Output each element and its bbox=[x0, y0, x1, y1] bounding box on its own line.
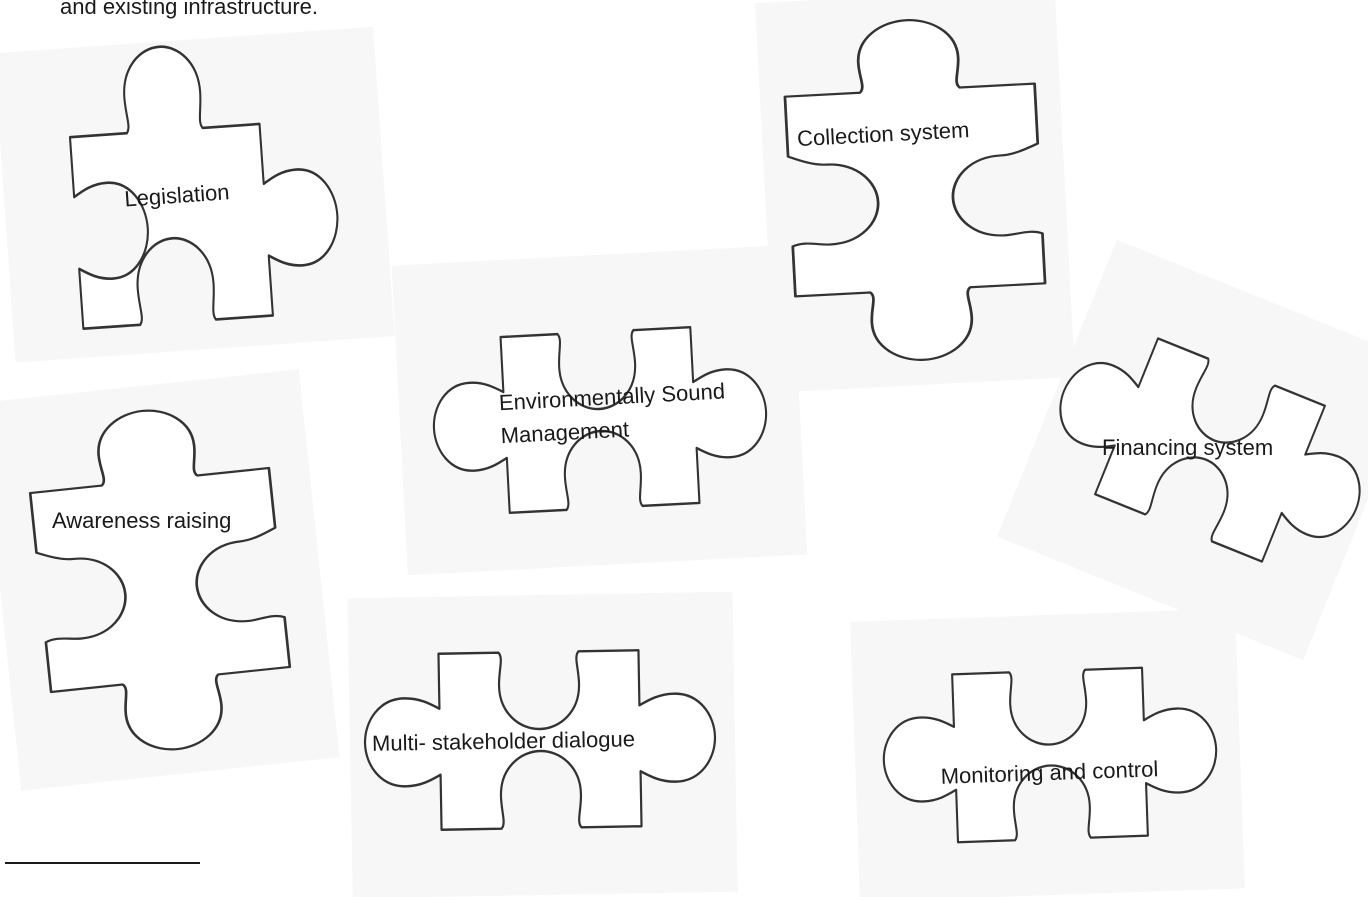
piece-label-awareness-raising: Awareness raising bbox=[52, 508, 231, 533]
page-intro-text: and existing infrastructure. bbox=[60, 0, 319, 19]
puzzle-piece-collection-system: Collection system bbox=[755, 0, 1075, 393]
puzzle-piece-environmentally-sound-management: Environmentally Sound Management bbox=[391, 244, 808, 576]
piece-label-financing-system: Financing system bbox=[1102, 435, 1273, 460]
puzzle-piece-monitoring-and-control: Monitoring and control bbox=[850, 608, 1245, 897]
puzzle-piece-legislation: Legislation bbox=[0, 26, 395, 363]
puzzle-piece-awareness-raising bbox=[0, 369, 340, 791]
footnote-rule bbox=[5, 862, 200, 864]
piece-label-multi-stakeholder-dialogue: Multi- stakeholder dialogue bbox=[372, 726, 635, 756]
puzzle-piece-financing-system bbox=[997, 239, 1368, 661]
puzzle-piece-multi-stakeholder-dialogue: Multi- stakeholder dialogue bbox=[347, 591, 738, 897]
